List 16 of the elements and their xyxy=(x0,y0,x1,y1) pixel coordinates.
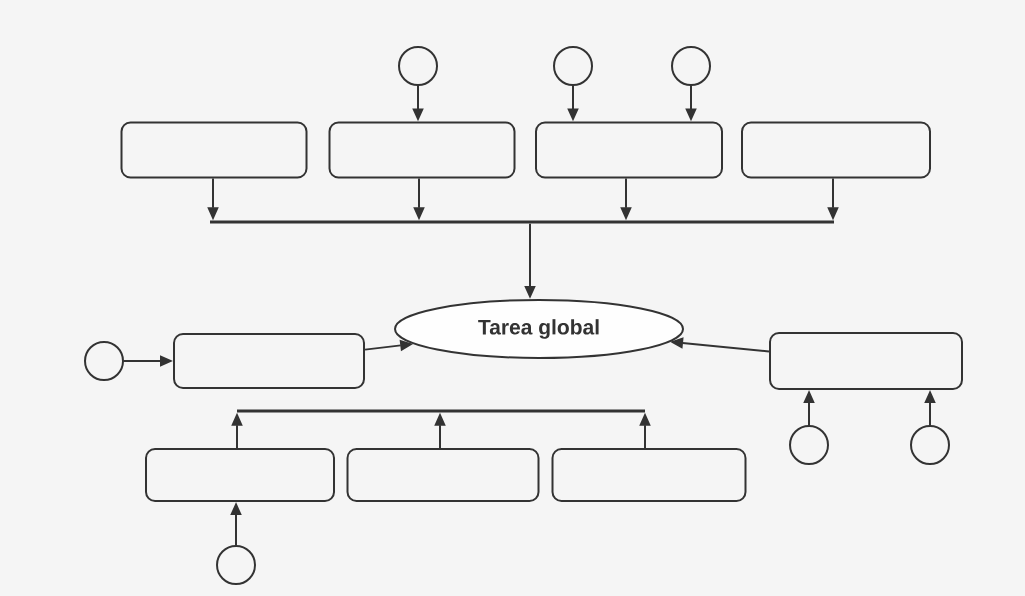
process-box xyxy=(551,448,747,502)
circle xyxy=(789,425,829,465)
circle xyxy=(216,545,256,585)
process-box xyxy=(535,121,723,179)
circle xyxy=(671,46,711,86)
process-box xyxy=(145,448,335,502)
process-box xyxy=(120,121,308,179)
process-box xyxy=(741,121,931,179)
process-box xyxy=(346,448,540,502)
process-box xyxy=(328,121,516,179)
circle xyxy=(398,46,438,86)
circle xyxy=(84,341,124,381)
process-box xyxy=(173,333,365,389)
circle xyxy=(910,425,950,465)
circle xyxy=(553,46,593,86)
process-box xyxy=(769,332,963,390)
